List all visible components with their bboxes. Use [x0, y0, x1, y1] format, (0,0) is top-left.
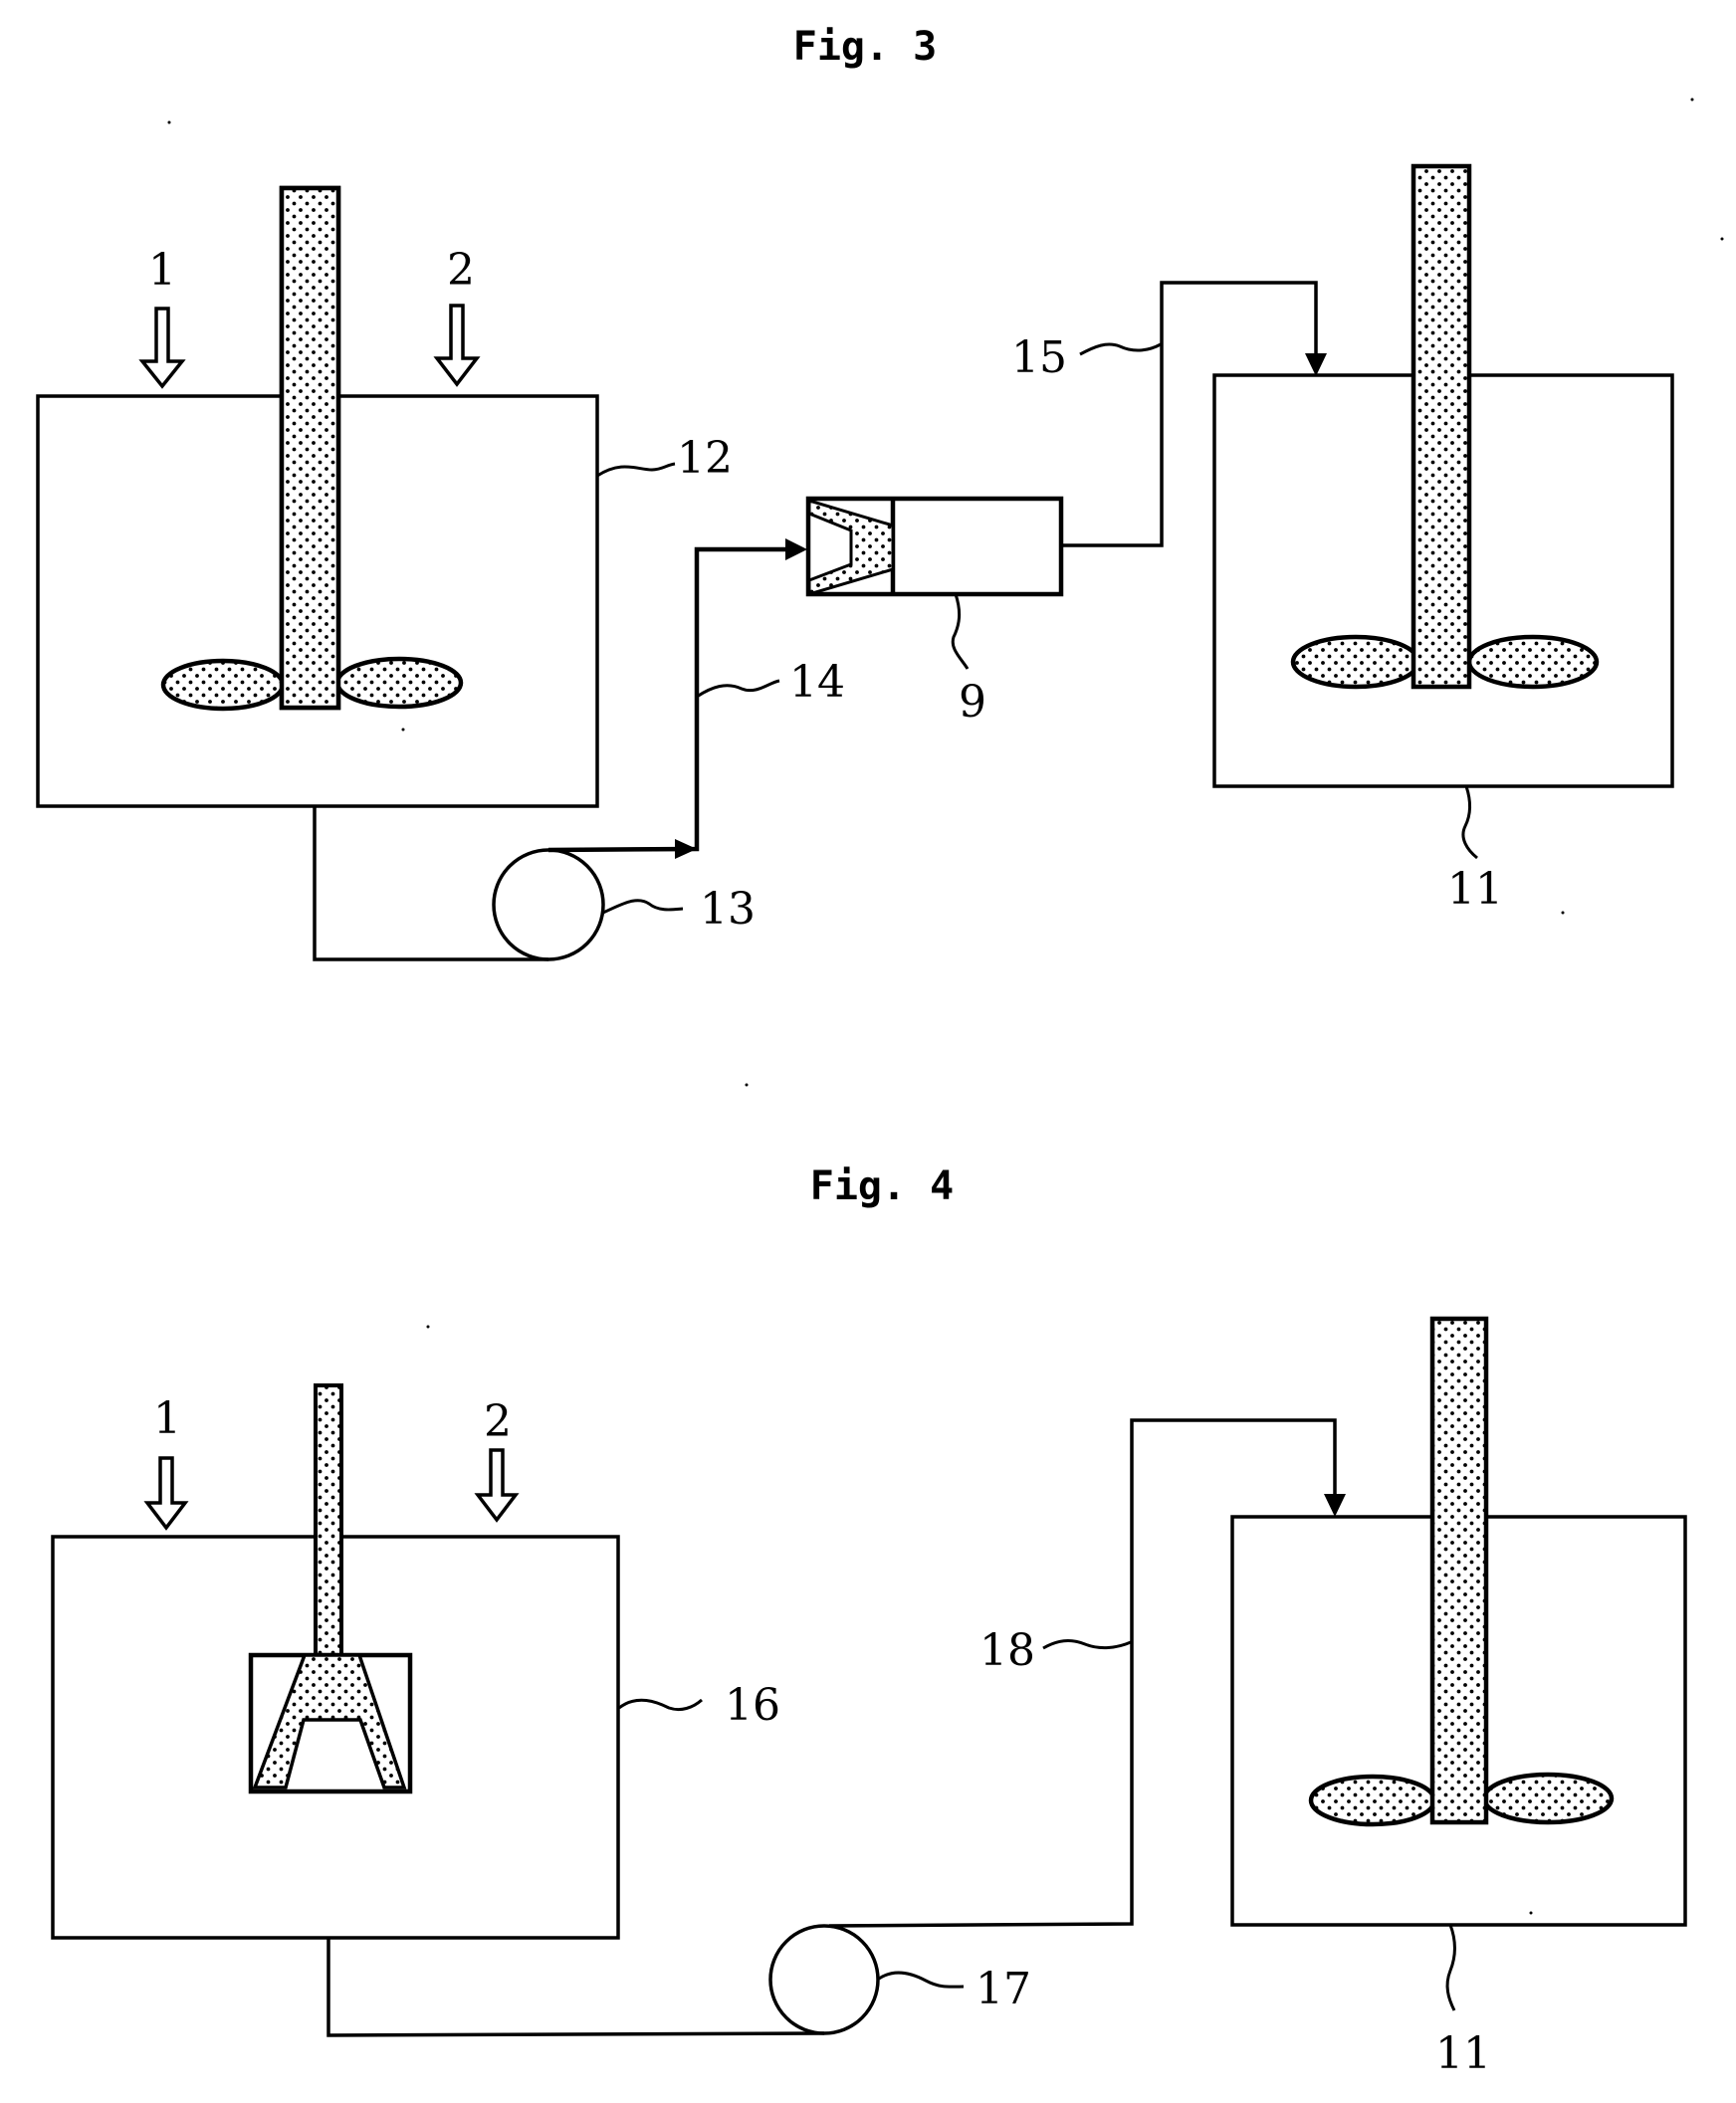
leader-12 [597, 464, 675, 476]
agitator-blade-left [1311, 1777, 1434, 1824]
disperser-9 [808, 499, 1061, 594]
agitator-blade-right [337, 659, 461, 707]
flow-arrowhead-icon [1305, 353, 1327, 376]
homogenizer-rotor [255, 1655, 404, 1788]
leader-16 [619, 1700, 702, 1710]
leader-13 [603, 901, 683, 913]
flow-arrowhead-icon [785, 538, 807, 560]
ref-label-17: 17 [976, 1964, 1031, 2014]
ref-label-9: 9 [959, 677, 986, 728]
feed-arrow-2: 2 [478, 1396, 516, 1520]
feed-label-1: 1 [148, 245, 176, 296]
receiving-tank-11 [1232, 1319, 1685, 1925]
ref-label-12: 12 [677, 433, 733, 484]
hollow-down-arrow-icon [437, 306, 477, 384]
agitator-shaft [1432, 1319, 1486, 1822]
scan-noise [168, 99, 1724, 1915]
agitator-blade-right [1469, 637, 1597, 687]
feed-label-1: 1 [153, 1393, 181, 1444]
figure-4: Fig. 4 1 2 16 17 18 [53, 1163, 1685, 2079]
leader-18 [1043, 1641, 1131, 1648]
leader-11 [1463, 786, 1477, 858]
feed-label-2: 2 [447, 245, 475, 296]
hollow-down-arrow-icon [147, 1458, 185, 1528]
pipe-tank-to-pump [328, 1938, 824, 2035]
leader-9 [953, 594, 968, 669]
ref-label-14: 14 [789, 657, 845, 708]
feed-arrow-1: 1 [142, 245, 182, 386]
agitator-blade-left [1293, 637, 1418, 687]
leader-17 [879, 1973, 964, 1987]
ref-label-11: 11 [1435, 2028, 1491, 2079]
ref-label-11: 11 [1447, 864, 1503, 915]
pump-13 [494, 850, 603, 959]
leader-14 [697, 681, 779, 697]
figure-4-title: Fig. 4 [810, 1163, 955, 1209]
agitator-shaft [1413, 166, 1469, 687]
agitator-blade-right [1484, 1775, 1612, 1822]
figure-3-title: Fig. 3 [793, 24, 938, 70]
pipe-15 [1061, 283, 1316, 545]
pump-17 [770, 1926, 878, 2033]
disperser-rotor [809, 501, 893, 594]
agitator-shaft-front [282, 188, 338, 708]
leader-11 [1447, 1925, 1454, 2010]
feed-arrow-1: 1 [147, 1393, 185, 1528]
premix-tank-12 [38, 188, 597, 806]
figure-3: Fig. 3 1 2 12 13 14 [38, 24, 1672, 959]
flow-arrowhead-icon [1324, 1494, 1346, 1517]
flow-arrowhead-icon [675, 839, 697, 859]
pipe-18 [829, 1420, 1335, 1926]
receiving-tank-11 [1214, 166, 1672, 786]
leader-15 [1080, 344, 1161, 354]
agitator-blade-left [163, 661, 283, 709]
ref-label-13: 13 [700, 884, 756, 935]
feed-label-2: 2 [484, 1396, 512, 1447]
homogenizer-tank-16 [53, 1385, 618, 1938]
hollow-down-arrow-icon [142, 309, 182, 386]
hollow-down-arrow-icon [478, 1450, 516, 1520]
homogenizer-shaft [316, 1385, 341, 1655]
ref-label-16: 16 [725, 1680, 780, 1731]
feed-arrow-2: 2 [437, 245, 477, 384]
ref-label-15: 15 [1011, 332, 1067, 383]
ref-label-18: 18 [979, 1625, 1035, 1676]
pipe-tank-to-pump [315, 806, 548, 959]
